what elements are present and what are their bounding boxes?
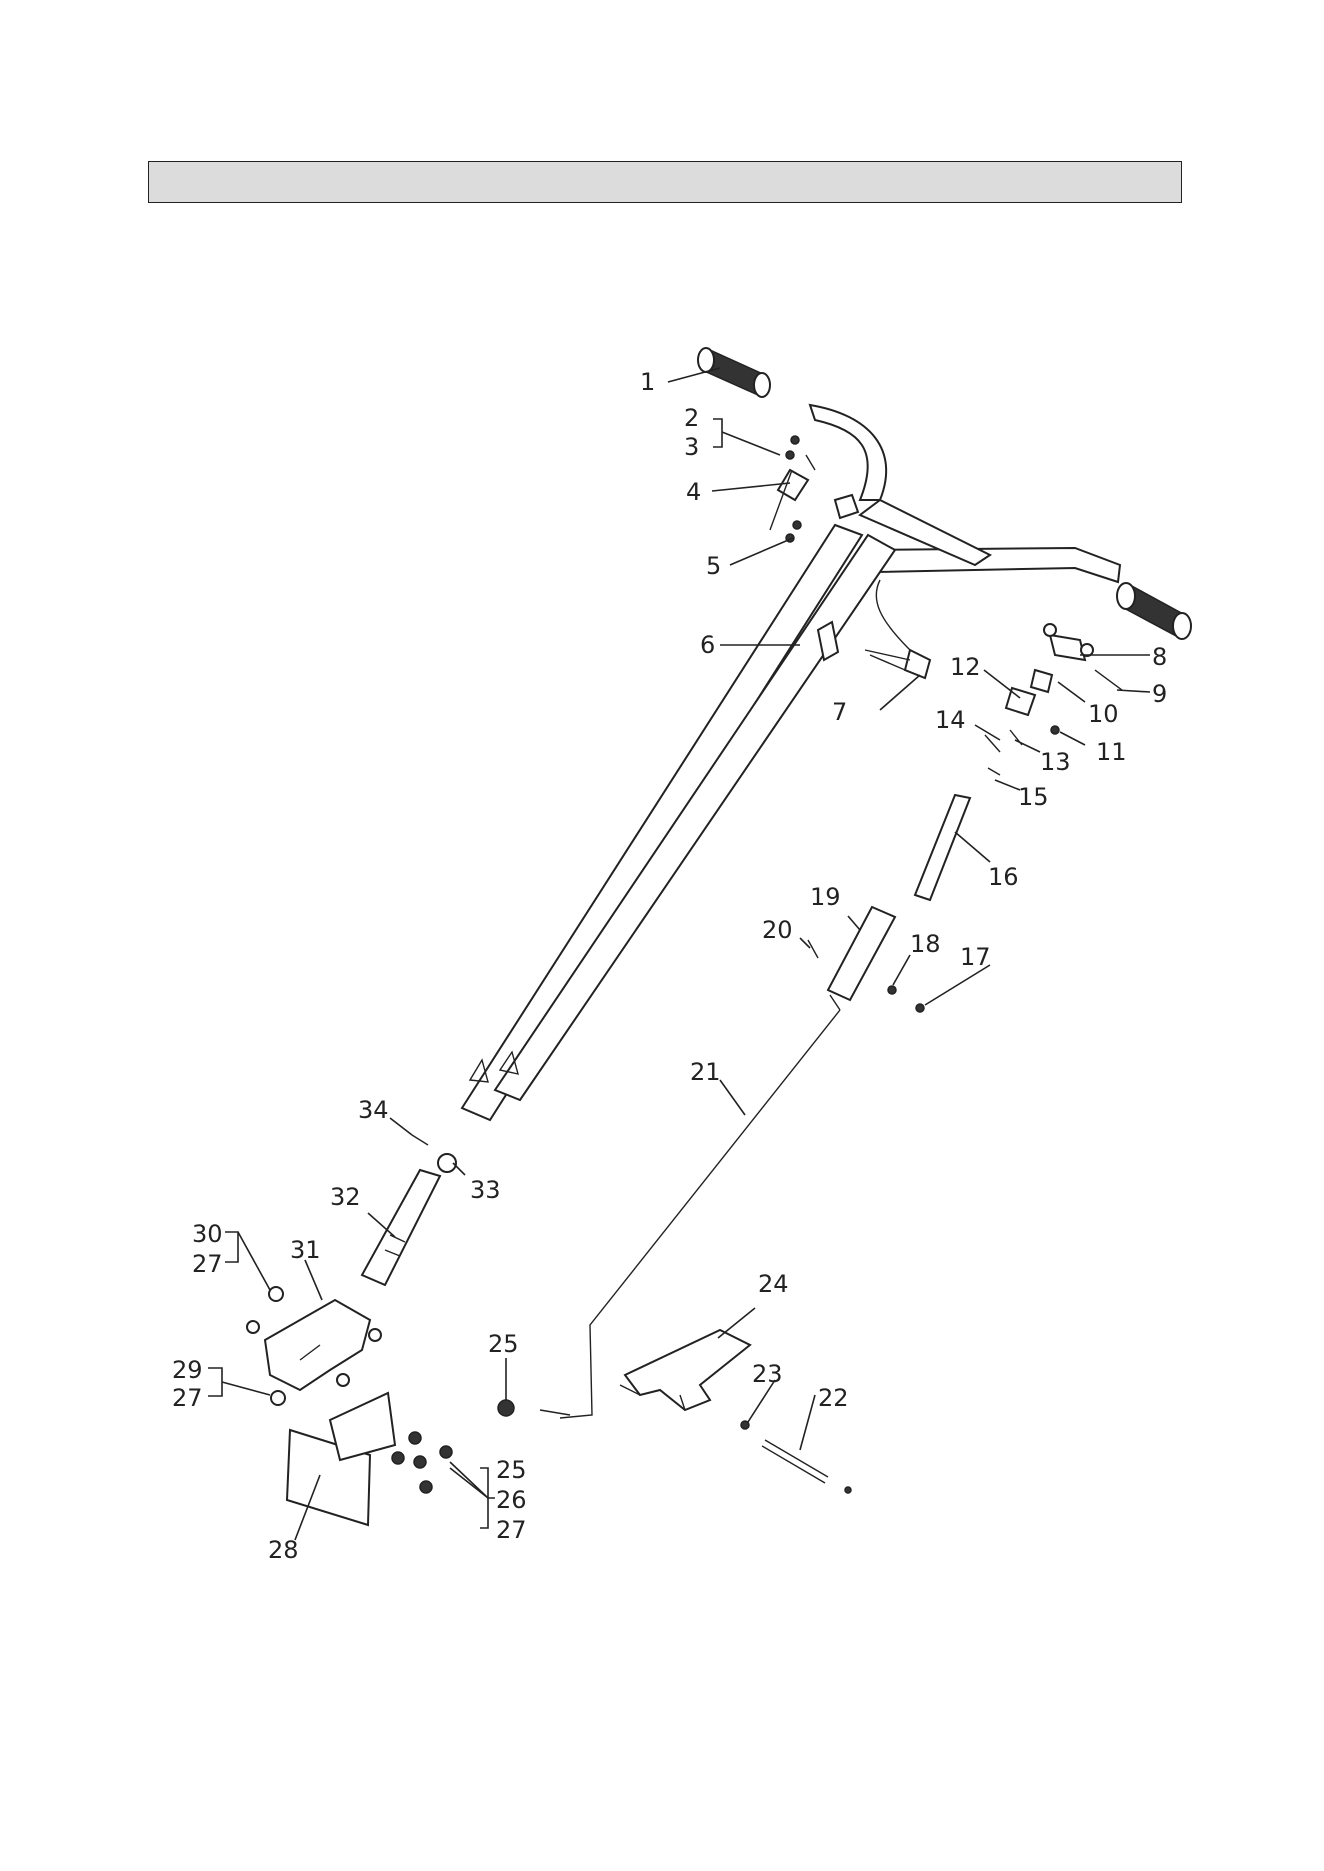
callout-5: 5 — [706, 552, 721, 580]
callout-4: 4 — [686, 478, 701, 506]
callout-11: 11 — [1096, 738, 1127, 766]
callout-28: 28 — [268, 1536, 299, 1564]
callout-27-mid: 27 — [172, 1384, 203, 1412]
callout-9: 9 — [1152, 680, 1167, 708]
callout-29: 29 — [172, 1356, 203, 1384]
callout-16: 16 — [988, 863, 1019, 891]
callout-3: 3 — [684, 433, 699, 461]
callout-14: 14 — [935, 706, 966, 734]
callout-2: 2 — [684, 404, 699, 432]
callout-25-group: 25 — [496, 1456, 527, 1484]
callout-24: 24 — [758, 1270, 789, 1298]
callout-27-top: 27 — [192, 1250, 223, 1278]
grip-right — [1117, 583, 1191, 639]
callout-26: 26 — [496, 1486, 527, 1514]
callout-18: 18 — [910, 930, 941, 958]
callout-25-nut: 25 — [488, 1330, 519, 1358]
callout-7: 7 — [832, 698, 847, 726]
callout-10: 10 — [1088, 700, 1119, 728]
callout-1: 1 — [640, 368, 655, 396]
callout-31: 31 — [290, 1236, 321, 1264]
callout-20: 20 — [762, 916, 793, 944]
callout-15: 15 — [1018, 783, 1049, 811]
callout-17: 17 — [960, 943, 991, 971]
callout-13: 13 — [1040, 748, 1071, 776]
callout-23: 23 — [752, 1360, 783, 1388]
grip-left — [698, 348, 770, 397]
callout-19: 19 — [810, 883, 841, 911]
callout-8: 8 — [1152, 643, 1167, 671]
callout-32: 32 — [330, 1183, 361, 1211]
callout-34: 34 — [358, 1096, 389, 1124]
callout-22: 22 — [818, 1384, 849, 1412]
callout-6: 6 — [700, 631, 715, 659]
callout-27-group: 27 — [496, 1516, 527, 1544]
callout-21: 21 — [690, 1058, 721, 1086]
handlebar-frame — [462, 405, 1120, 1120]
callout-33: 33 — [470, 1176, 501, 1204]
callout-12: 12 — [950, 653, 981, 681]
callout-30: 30 — [192, 1220, 223, 1248]
